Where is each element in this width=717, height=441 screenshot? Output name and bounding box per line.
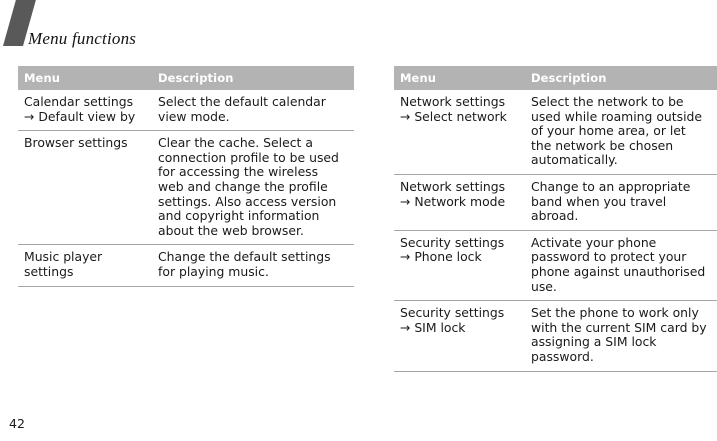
column-header-menu: Menu xyxy=(18,66,152,90)
table-header-row: Menu Description xyxy=(18,66,354,90)
menu-table-right: Menu Description Network settings → Sele… xyxy=(394,66,717,372)
table-header-row: Menu Description xyxy=(394,66,717,90)
table-row: Security settings → SIM lock Set the pho… xyxy=(394,300,717,372)
cell-menu: Music player settings xyxy=(18,244,152,287)
cell-description: Change to an appropriate band when you t… xyxy=(525,174,717,231)
page-header: Menu functions xyxy=(0,0,717,58)
cell-description: Select the default calendar view mode. xyxy=(152,90,354,132)
table-row: Music player settings Change the default… xyxy=(18,244,354,287)
cell-menu: Network settings → Select network xyxy=(394,90,525,175)
cell-description: Change the default settings for playing … xyxy=(152,244,354,287)
column-header-description: Description xyxy=(152,66,354,90)
table: Menu Description Calendar settings → Def… xyxy=(18,66,354,287)
cell-menu: Browser settings xyxy=(18,130,152,246)
page-number: 42 xyxy=(9,416,25,431)
table-row: Calendar settings → Default view by Sele… xyxy=(18,90,354,132)
table-row: Browser settings Clear the cache. Select… xyxy=(18,130,354,246)
slash-mark-icon xyxy=(3,0,36,46)
page-title: Menu functions xyxy=(28,29,137,48)
table-row: Security settings → Phone lock Activate … xyxy=(394,230,717,302)
cell-menu: Network settings → Network mode xyxy=(394,174,525,231)
column-header-menu: Menu xyxy=(394,66,525,90)
column-header-description: Description xyxy=(525,66,717,90)
cell-menu: Security settings → SIM lock xyxy=(394,300,525,372)
cell-description: Clear the cache. Select a connection pro… xyxy=(152,130,354,246)
table: Menu Description Network settings → Sele… xyxy=(394,66,717,372)
cell-menu: Calendar settings → Default view by xyxy=(18,90,152,132)
cell-description: Set the phone to work only with the curr… xyxy=(525,300,717,372)
cell-description: Activate your phone password to protect … xyxy=(525,230,717,302)
cell-menu: Security settings → Phone lock xyxy=(394,230,525,302)
table-row: Network settings → Select network Select… xyxy=(394,90,717,175)
menu-table-left: Menu Description Calendar settings → Def… xyxy=(18,66,354,287)
cell-description: Select the network to be used while roam… xyxy=(525,90,717,175)
table-row: Network settings → Network mode Change t… xyxy=(394,174,717,231)
